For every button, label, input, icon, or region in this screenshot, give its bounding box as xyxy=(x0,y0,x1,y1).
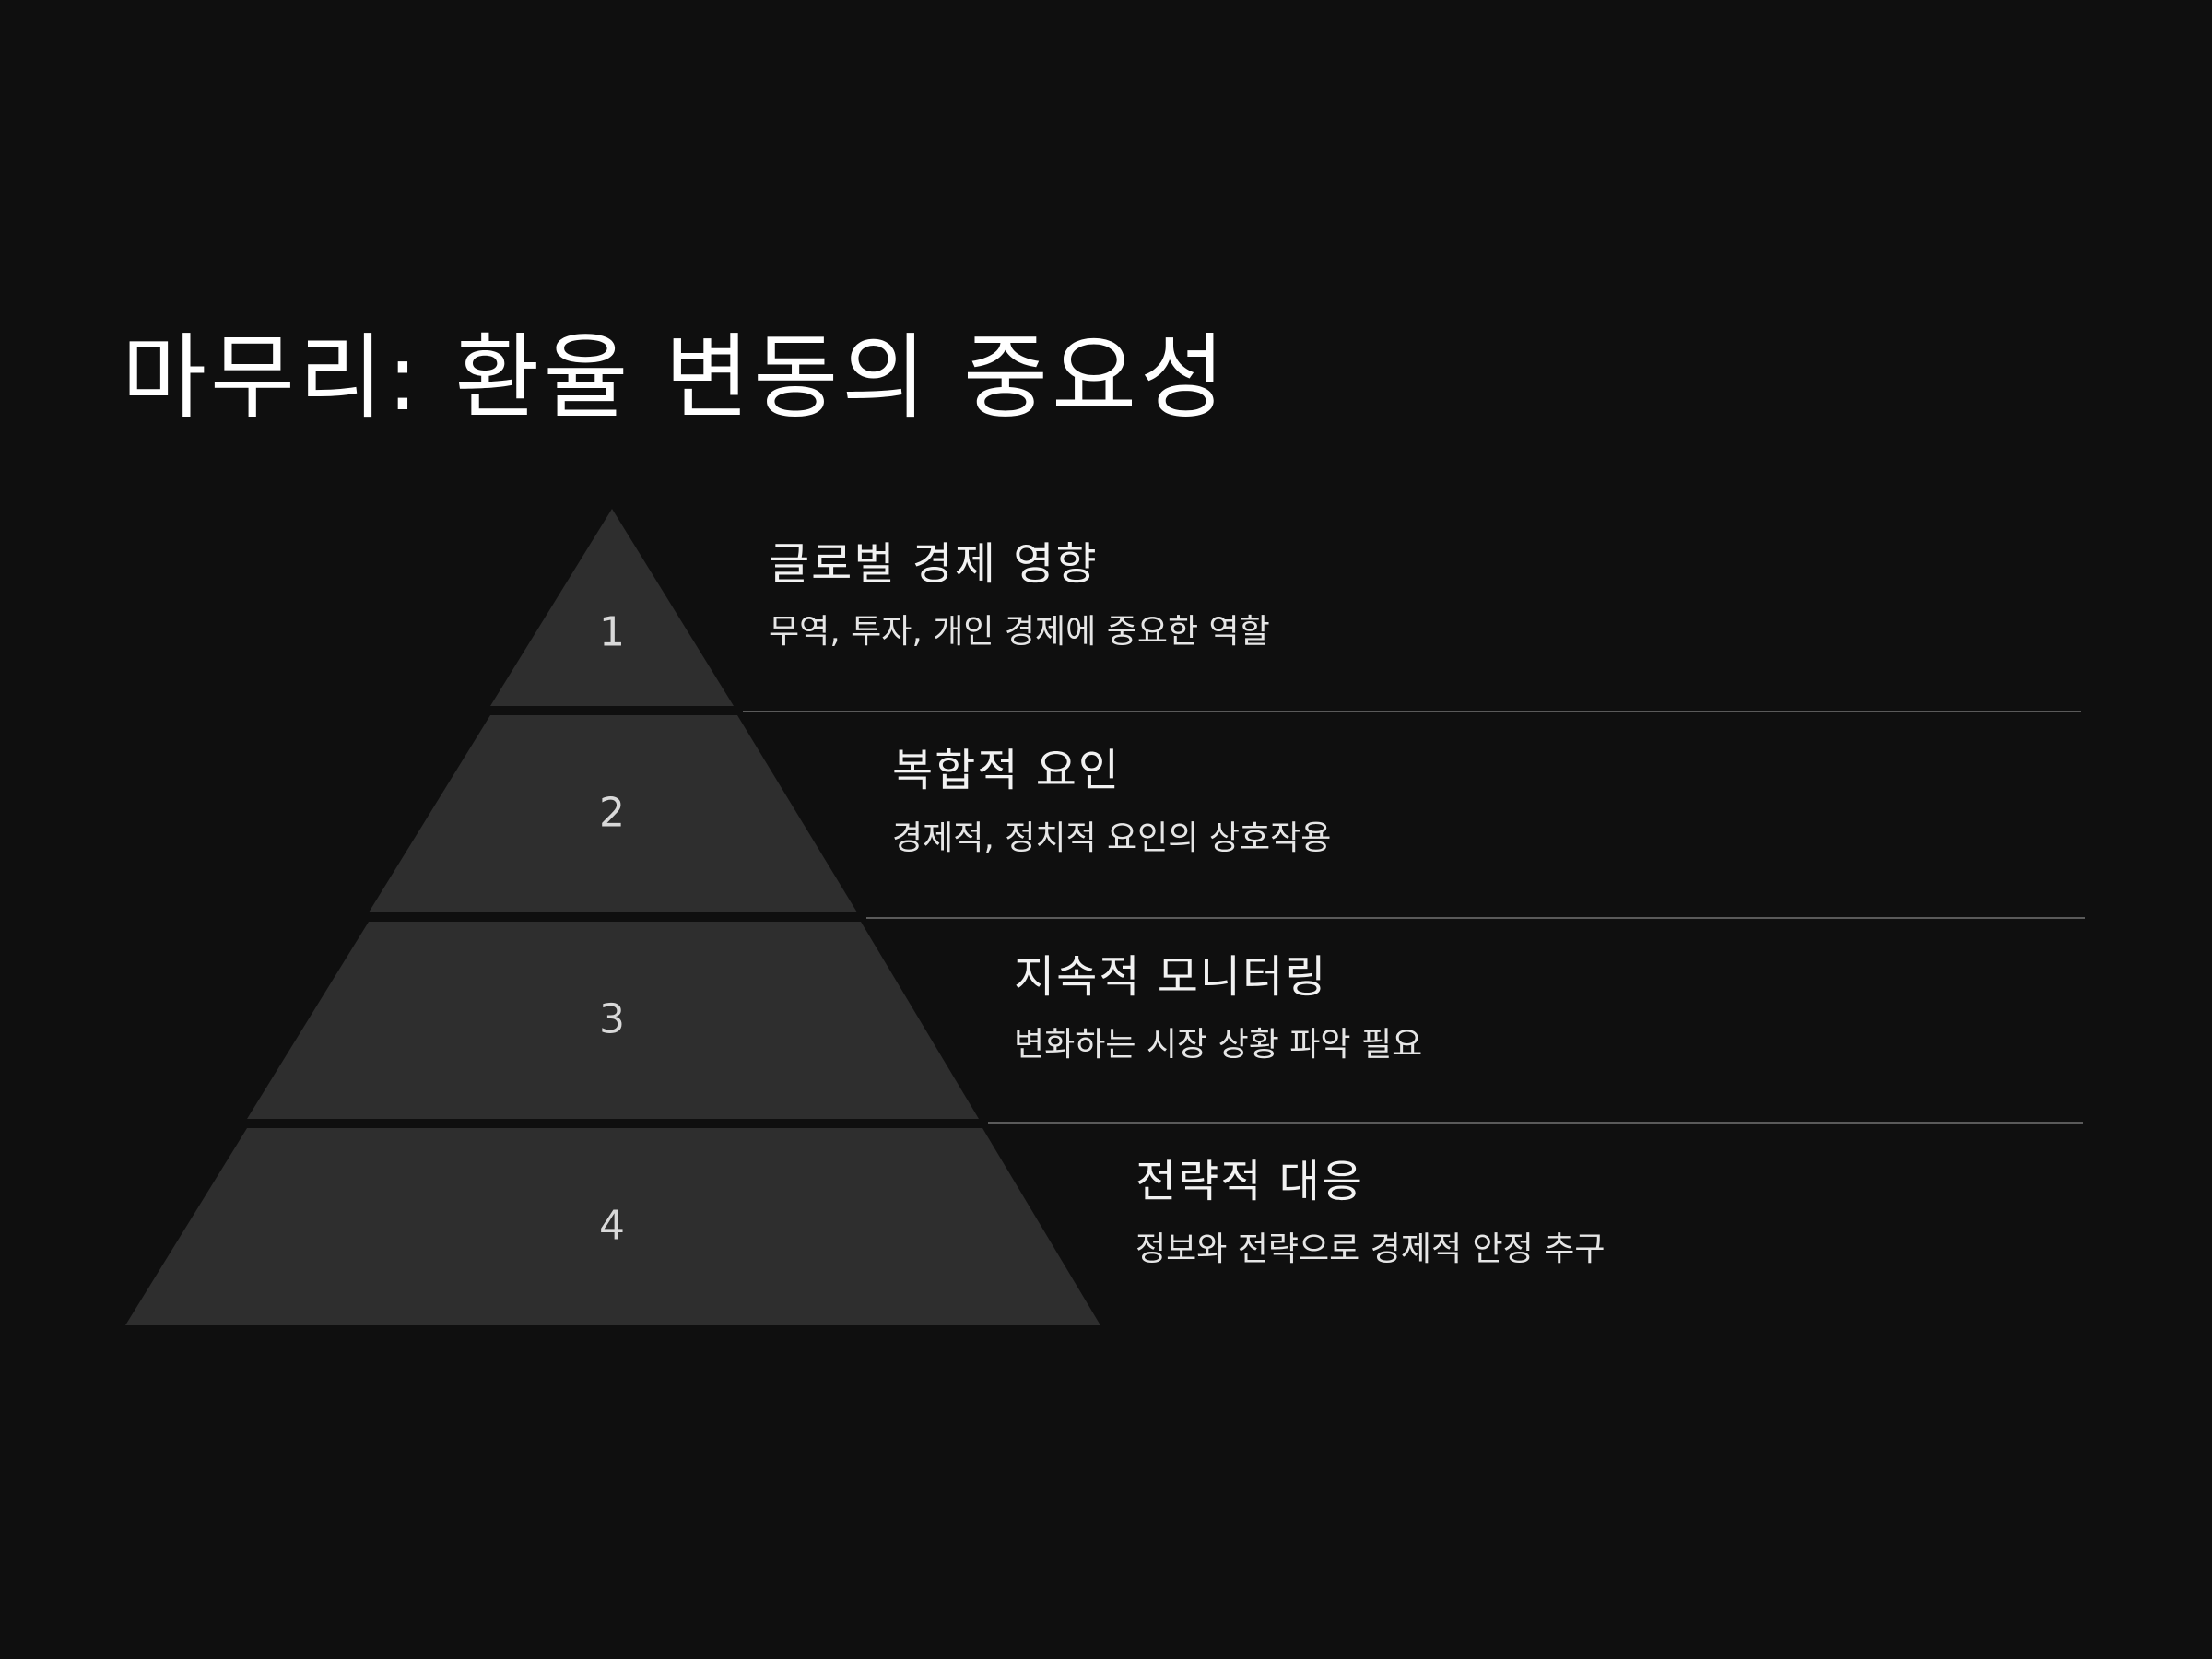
level-1-heading: 글로벌 경제 영향 xyxy=(769,538,1099,590)
pyramid-level-4 xyxy=(125,1128,1100,1325)
level-4-number: 4 xyxy=(599,1203,625,1250)
level-2-text: 복합적 요인 경제적, 정치적 요인의 상호작용 xyxy=(892,745,1331,858)
level-3-number: 3 xyxy=(599,996,625,1043)
pyramid-level-1 xyxy=(490,509,734,706)
level-3-text: 지속적 모니터링 변화하는 시장 상황 파악 필요 xyxy=(1014,951,1422,1065)
level-1-description: 무역, 투자, 개인 경제에 중요한 역할 xyxy=(769,612,1270,651)
level-3-heading: 지속적 모니터링 xyxy=(1014,951,1328,1003)
level-1-text: 글로벌 경제 영향 무역, 투자, 개인 경제에 중요한 역할 xyxy=(769,538,1270,652)
level-1-number: 1 xyxy=(599,609,625,656)
level-4-heading: 전략적 대응 xyxy=(1135,1156,1365,1207)
level-4-text: 전략적 대응 정보와 전략으로 경제적 안정 추구 xyxy=(1135,1156,1605,1269)
pyramid-level-2 xyxy=(369,715,857,912)
level-2-number: 2 xyxy=(599,790,625,837)
level-2-heading: 복합적 요인 xyxy=(892,745,1122,796)
level-3-description: 변화하는 시장 상황 파악 필요 xyxy=(1014,1025,1423,1064)
level-4-description: 정보와 전략으로 경제적 안정 추구 xyxy=(1135,1230,1606,1268)
pyramid-level-3 xyxy=(247,922,979,1119)
level-2-description: 경제적, 정치적 요인의 상호작용 xyxy=(892,818,1332,857)
slide-title: 마무리: 환율 변동의 중요성 xyxy=(122,324,1230,431)
